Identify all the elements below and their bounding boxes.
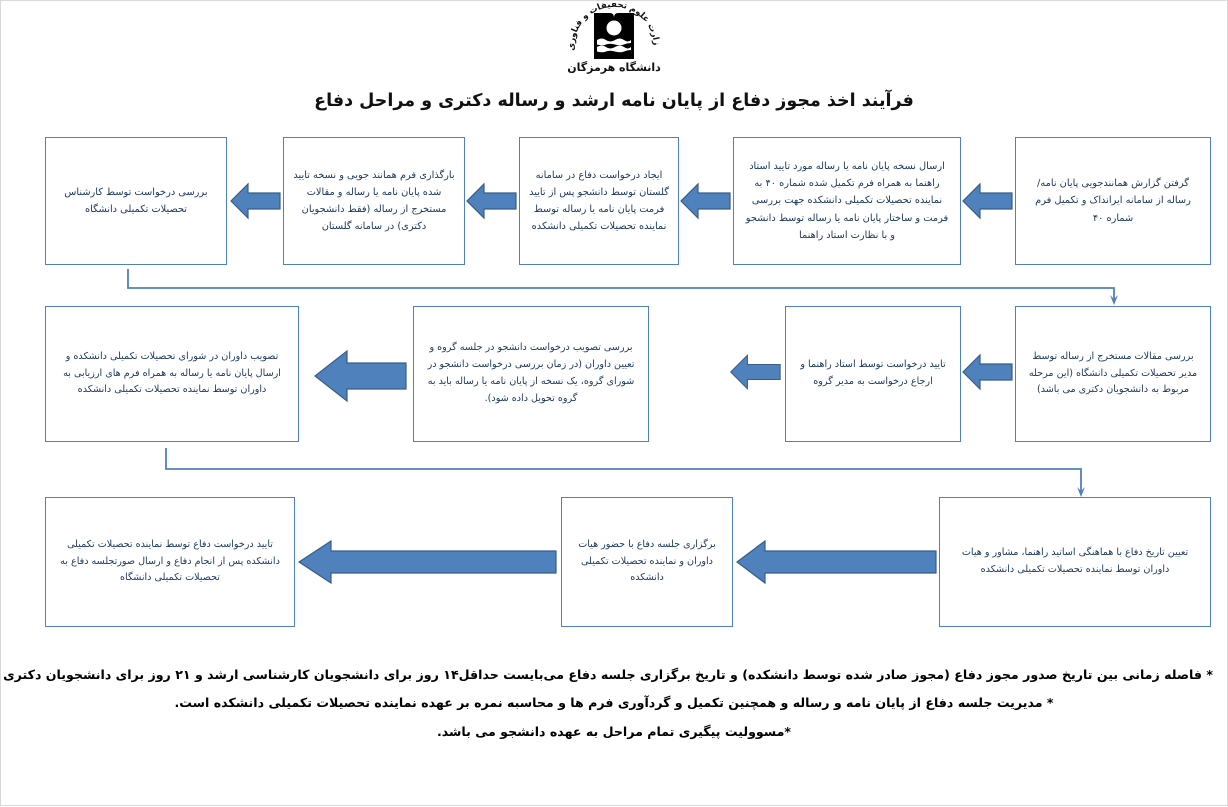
flow-node-4-label: بارگذاری فرم همانند جویی و نسخه تایید شد…	[293, 169, 455, 233]
arrow-1-to-2	[961, 182, 1013, 220]
flow-node-6[interactable]: بررسی مقالات مستخرج از رساله توسط مدیر ت…	[1015, 306, 1211, 442]
connector-row2-row3-arrowhead	[1077, 487, 1085, 497]
flow-node-5[interactable]: بررسی درخواست توسط کارشناس تحصیلات تکمیل…	[45, 137, 227, 265]
arrow-6-to-7	[961, 353, 1013, 391]
flow-node-3[interactable]: ایجاد درخواست دفاع در سامانه گلستان توسط…	[519, 137, 679, 265]
connector-row1-row2	[127, 269, 1115, 301]
arrow-3-to-4	[465, 182, 517, 220]
logo-caption: دانشگاه هرمزگان	[567, 61, 661, 74]
footnotes: * فاصله زمانی بین تاریخ صدور مجوز دفاع (…	[0, 661, 1213, 746]
connector-row1-row2-arrowhead	[1110, 295, 1118, 305]
footnote-3: *مسوولیت پیگیری تمام مراحل به عهده دانشج…	[436, 723, 792, 739]
arrow-7-to-8	[729, 353, 781, 391]
flow-node-10-label: تعیین تاریخ دفاع با هماهنگی اساتید راهنم…	[961, 547, 1189, 575]
flow-node-1[interactable]: گرفتن گزارش همانندجویی پایان نامه/ رساله…	[1015, 137, 1211, 265]
flow-node-7-label: تایید درخواست توسط استاد راهنما و ارجاع …	[800, 359, 946, 387]
connector-row2-row3	[165, 448, 1082, 493]
arrow-4-to-5	[229, 182, 281, 220]
footnote-1: * فاصله زمانی بین تاریخ صدور مجوز دفاع (…	[0, 667, 1213, 682]
flow-node-2[interactable]: ارسال نسخه پایان نامه یا رساله مورد تایی…	[733, 137, 961, 265]
flow-node-5-label: بررسی درخواست توسط کارشناس تحصیلات تکمیل…	[64, 186, 208, 215]
flow-node-8-label: بررسی تصویب درخواست دانشجو در جلسه گروه …	[427, 342, 635, 404]
flow-node-11-label: برگزاری جلسه دفاع با حضور هیات داوران و …	[578, 538, 716, 584]
flow-node-10[interactable]: تعیین تاریخ دفاع با هماهنگی اساتید راهنم…	[939, 497, 1211, 627]
flow-node-8[interactable]: بررسی تصویب درخواست دانشجو در جلسه گروه …	[413, 306, 649, 442]
flow-node-1-label: گرفتن گزارش همانندجویی پایان نامه/ رساله…	[1035, 178, 1191, 224]
flow-node-2-label: ارسال نسخه پایان نامه یا رساله مورد تایی…	[745, 161, 949, 241]
open-book-icon	[594, 13, 634, 59]
arrow-10-to-11	[735, 539, 937, 585]
footnote-2: * مدیریت جلسه دفاع از پایان نامه و رساله…	[174, 695, 1054, 711]
flow-node-11[interactable]: برگزاری جلسه دفاع با حضور هیات داوران و …	[561, 497, 733, 627]
flow-node-3-label: ایجاد درخواست دفاع در سامانه گلستان توسط…	[529, 169, 669, 233]
flow-node-6-label: بررسی مقالات مستخرج از رساله توسط مدیر ت…	[1028, 350, 1198, 396]
flow-node-7[interactable]: تایید درخواست توسط استاد راهنما و ارجاع …	[785, 306, 961, 442]
arrow-2-to-3	[679, 182, 731, 220]
flow-node-4[interactable]: بارگذاری فرم همانند جویی و نسخه تایید شد…	[283, 137, 465, 265]
page-title: فرآیند اخذ مجوز دفاع از پایان نامه ارشد …	[314, 91, 914, 111]
flow-node-12[interactable]: تایید درخواست دفاع توسط نماینده تحصیلات …	[45, 497, 295, 627]
arrow-11-to-12	[297, 539, 557, 585]
flow-node-12-label: تایید درخواست دفاع توسط نماینده تحصیلات …	[60, 538, 280, 584]
university-logo: وزارت علوم تحقیقات و فناوری دانشگاه هرمز…	[1, 3, 1227, 74]
arrow-8-to-9	[313, 349, 407, 403]
flow-node-9-label: تصویب داوران در شورای تحصیلات تکمیلی دان…	[63, 350, 281, 396]
logo-mark: وزارت علوم تحقیقات و فناوری	[566, 3, 662, 65]
flow-node-9[interactable]: تصویب داوران در شورای تحصیلات تکمیلی دان…	[45, 306, 299, 442]
